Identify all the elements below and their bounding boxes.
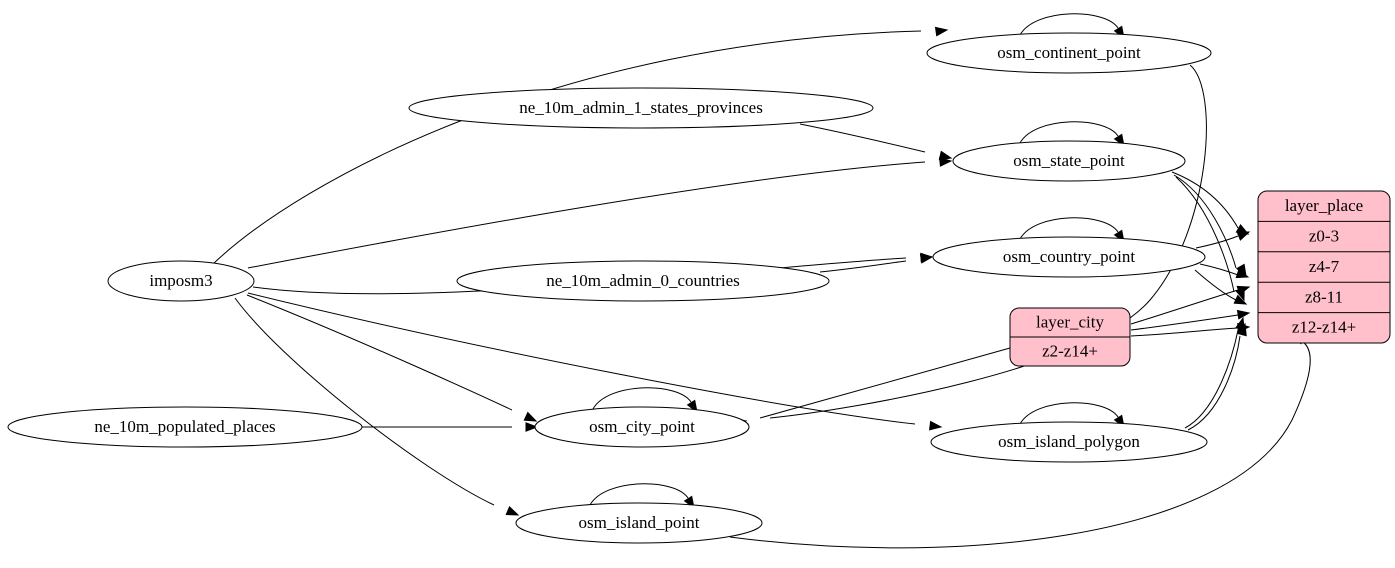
arrowhead-icon	[523, 411, 538, 422]
edge-layer_city-to-osm_city_point	[734, 347, 1011, 433]
edge-ne_10m_populated_places-to-osm_city_point	[362, 422, 539, 432]
node-osm_country_point[interactable]: osm_country_point	[932, 236, 1206, 278]
edge-ne_10m_admin_1_states_provinces-to-osm_state_point	[799, 123, 953, 161]
node-ne_10m_admin_1_states_provinces[interactable]: ne_10m_admin_1_states_provinces	[408, 87, 874, 129]
arrowhead-icon	[938, 150, 953, 161]
edge-imposm3-to-osm_city_point	[246, 294, 538, 422]
arrowhead-icon	[928, 420, 943, 431]
edge-osm_country_point-to-layer_place	[1195, 231, 1251, 249]
node-ne_10m_populated_places[interactable]: ne_10m_populated_places	[7, 406, 363, 448]
arrowhead-icon	[934, 26, 949, 37]
node-osm_city_point[interactable]: osm_city_point	[534, 406, 750, 448]
edge-osm_island_polygon-to-layer_place	[1187, 322, 1247, 431]
edge-layer_city-to-layer_place	[1130, 309, 1251, 331]
edge-layer_city-to-layer_place	[1130, 285, 1251, 325]
node-ne_10m_admin_0_countries[interactable]: ne_10m_admin_0_countries	[456, 260, 830, 302]
arrowhead-icon	[525, 422, 539, 432]
arrowhead-icon	[919, 253, 934, 264]
edge-imposm3-to-osm_island_polygon	[247, 292, 943, 431]
edge-osm_island_polygon-to-layer_place	[1184, 316, 1245, 429]
node-osm_island_polygon[interactable]: osm_island_polygon	[930, 421, 1208, 463]
arrowhead-icon	[939, 157, 953, 167]
arrowhead-icon	[1235, 316, 1245, 331]
edge-osm_country_point-to-layer_place	[1199, 263, 1250, 279]
node-imposm3[interactable]: imposm3	[107, 260, 255, 302]
node-osm_island_point[interactable]: osm_island_point	[515, 502, 763, 544]
edge-ne_10m_admin_0_countries-to-osm_country_point	[819, 253, 934, 273]
arrowhead-icon	[1236, 231, 1251, 241]
edge-imposm3-to-osm_island_point	[234, 297, 520, 516]
arrowhead-icon	[1236, 309, 1251, 320]
edge-imposm3-to-osm_state_point	[247, 157, 953, 269]
node-osm_state_point[interactable]: osm_state_point	[952, 140, 1186, 182]
edge-layer_city-to-layer_place	[1130, 322, 1251, 337]
nodes-layer: imposm3 ne_10m_admin_1_states_provincesne…	[7, 32, 1212, 544]
edge-osm_country_point-to-layer_place	[1194, 269, 1248, 305]
node-osm_continent_point[interactable]: osm_continent_point	[926, 32, 1212, 74]
edge-imposm3-to-osm_continent_point	[211, 26, 949, 266]
arrowhead-icon	[1237, 322, 1247, 337]
arrowhead-icon	[1233, 294, 1248, 305]
arrowhead-icon	[1236, 285, 1251, 296]
arrowhead-icon	[505, 505, 520, 516]
arrowhead-icon	[1235, 268, 1250, 279]
